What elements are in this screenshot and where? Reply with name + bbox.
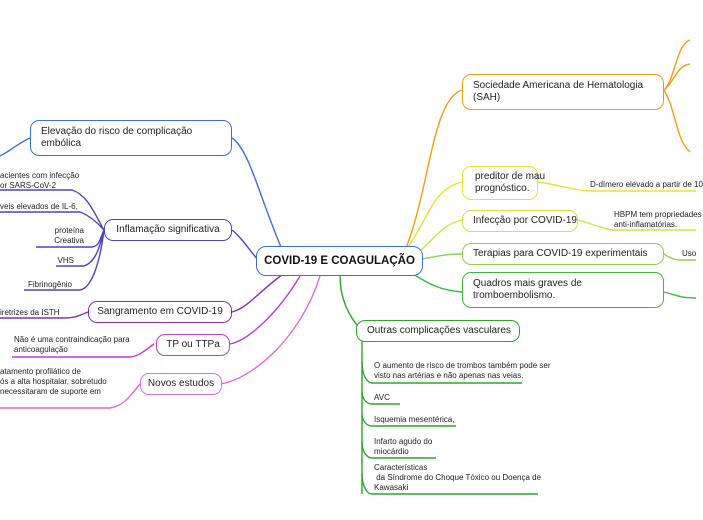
branch-terapias[interactable]: Terapias para COVID-19 experimentais bbox=[462, 243, 664, 265]
branch-preditor[interactable]: preditor de mau prognóstico. bbox=[462, 166, 545, 200]
outras-item-5: Características da Síndrome do Choque Tó… bbox=[374, 463, 542, 492]
link-outras-2 bbox=[361, 391, 400, 405]
branch-sah[interactable]: Sociedade Americana de Hematologia (SAH) bbox=[462, 74, 664, 110]
preditor-leaf: D-dímero elevado a partir de 10 bbox=[590, 180, 703, 189]
outras-item-3: Isquemia mesentérica, bbox=[374, 415, 455, 424]
infeccao-leaf: HBPM tem propriedades anti-inflamatórias… bbox=[614, 210, 702, 229]
link-outras-4 bbox=[361, 441, 436, 459]
novos-leaf: atamento profilático de ós a alta hospit… bbox=[0, 367, 107, 396]
link-preditor-leaf bbox=[537, 181, 696, 192]
link-root-novos bbox=[219, 275, 321, 385]
terapias-leaf: Uso bbox=[682, 249, 697, 258]
root-node[interactable]: COVID-19 E COAGULAÇÃO bbox=[256, 246, 423, 276]
branch-infeccao-label: Infecção por COVID-19 bbox=[473, 215, 577, 226]
branch-novos-label: Novos estudos bbox=[147, 378, 215, 389]
root-label: COVID-19 E COAGULAÇÃO bbox=[264, 255, 415, 267]
link-quadros-leaf bbox=[663, 291, 697, 299]
branch-inflamacao-label: Inflamação significativa bbox=[116, 224, 220, 235]
tp-leaf: Não é uma contraindicação para anticoagu… bbox=[14, 335, 130, 354]
link-root-inflamacao bbox=[231, 229, 259, 261]
inflamacao-item-1: acientes com infecção or SARS-CoV-2 bbox=[0, 171, 80, 190]
outras-item-2: AVC bbox=[374, 393, 390, 402]
link-root-terapias bbox=[421, 253, 463, 260]
inflamacao-item-3: proteína Creativa bbox=[54, 226, 84, 245]
branch-sangramento[interactable]: Sangramento em COVID-19 bbox=[88, 301, 232, 323]
link-root-tp bbox=[229, 275, 301, 345]
link-root-elevacao bbox=[231, 137, 285, 255]
inflamacao-item-5: Fibrinogênio bbox=[27, 280, 72, 289]
branch-quadros-label: Quadros mais graves de tromboembolismo. bbox=[473, 278, 582, 301]
inflamacao-item-2: veis elevados de IL-6, bbox=[0, 202, 78, 211]
branch-quadros[interactable]: Quadros mais graves de tromboembolismo. bbox=[462, 272, 664, 308]
link-outras-3 bbox=[361, 413, 456, 427]
link-infeccao-leaf bbox=[577, 219, 696, 231]
link-root-sah bbox=[399, 89, 463, 263]
link-sah-ends bbox=[663, 39, 691, 153]
link-elevacao-leaf bbox=[0, 137, 31, 157]
branch-inflamacao[interactable]: Inflamação significativa bbox=[104, 219, 232, 241]
link-root-sangramento bbox=[231, 271, 287, 313]
link-root-quadros bbox=[409, 271, 463, 293]
link-tp-leaf bbox=[12, 343, 155, 358]
branch-novos[interactable]: Novos estudos bbox=[140, 373, 222, 395]
link-sangramento-leaf bbox=[0, 311, 89, 319]
branch-elevacao-label: Elevação do risco de complicação embólic… bbox=[41, 126, 193, 149]
branch-outras[interactable]: Outras complicações vasculares bbox=[356, 320, 520, 342]
sangramento-leaf: iretrizes da ISTH bbox=[0, 308, 60, 317]
branch-sah-label: Sociedade Americana de Hematologia (SAH) bbox=[473, 80, 644, 103]
branch-tp[interactable]: TP ou TTPa bbox=[156, 334, 230, 356]
link-novos-leaf bbox=[0, 383, 141, 409]
branch-infeccao[interactable]: Infecção por COVID-19 bbox=[462, 210, 578, 232]
branch-sangramento-label: Sangramento em COVID-19 bbox=[97, 306, 223, 317]
outras-item-4: Infarto agudo do miocárdio bbox=[374, 437, 433, 456]
inflamacao-item-4: VHS bbox=[57, 256, 74, 265]
branch-elevacao[interactable]: Elevação do risco de complicação embólic… bbox=[30, 120, 232, 156]
branch-outras-label: Outras complicações vasculares bbox=[367, 325, 511, 336]
link-outras-5 bbox=[361, 473, 538, 495]
branch-terapias-label: Terapias para COVID-19 experimentais bbox=[473, 248, 648, 259]
link-root-infeccao bbox=[414, 219, 463, 256]
link-inflamacao-leaves bbox=[0, 189, 105, 291]
link-outras-1 bbox=[361, 361, 522, 384]
outras-item-1: O aumento de risco de trombos também pod… bbox=[374, 361, 551, 380]
branch-preditor-label: preditor de mau prognóstico. bbox=[475, 171, 546, 194]
link-terapias-leaf bbox=[663, 253, 696, 261]
branch-tp-label: TP ou TTPa bbox=[166, 339, 220, 350]
